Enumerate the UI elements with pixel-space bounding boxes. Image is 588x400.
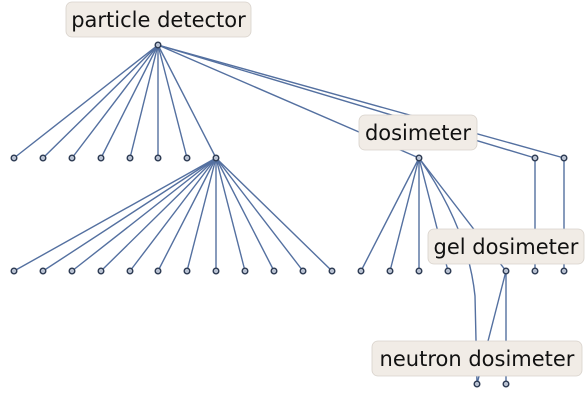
node-hub	[212, 154, 220, 162]
edge-root-leaf-5	[129, 44, 159, 159]
nodes-layer	[10, 41, 568, 388]
edge-root-leaf-1	[13, 44, 159, 159]
edge-root-leaf-7	[157, 44, 188, 159]
label-particle-detector: particle detector	[65, 1, 252, 38]
edge-hub-leaf-7	[186, 157, 217, 272]
node-leaf-l1-4	[97, 154, 105, 162]
node-hub-leaf-4	[97, 267, 105, 275]
edge-root-right-1	[157, 44, 536, 159]
node-right-bottom-2	[560, 267, 568, 275]
node-dosimeter-leaf-1	[357, 267, 365, 275]
edge-root-leaf-3	[71, 44, 159, 159]
node-hub-leaf-1	[10, 267, 18, 275]
node-hub-leaf-12	[328, 267, 336, 275]
node-hub-leaf-6	[154, 267, 162, 275]
node-hub-leaf-8	[212, 267, 220, 275]
edge-hub-leaf-1	[13, 157, 217, 272]
label-dosimeter-text: dosimeter	[365, 121, 471, 145]
node-hub-leaf-5	[126, 267, 134, 275]
labels-layer: particle detector dosimeter gel dosimete…	[65, 1, 585, 377]
node-leaf-l1-1	[10, 154, 18, 162]
node-dosimeter	[415, 154, 423, 162]
node-hub-leaf-9	[241, 267, 249, 275]
node-right-bottom-1	[531, 267, 539, 275]
node-leaf-l1-3	[68, 154, 76, 162]
label-particle-detector-text: particle detector	[71, 8, 246, 32]
node-hub-leaf-7	[183, 267, 191, 275]
label-neutron-dosimeter: neutron dosimeter	[371, 340, 583, 377]
edge-dosimeter-leaf-2	[389, 157, 420, 272]
edge-root-hub	[157, 44, 217, 159]
label-gel-dosimeter-text: gel dosimeter	[434, 235, 579, 259]
node-hub-leaf-2	[39, 267, 47, 275]
node-gel-dosimeter	[502, 267, 510, 275]
edge-hub-leaf-11	[215, 157, 304, 272]
label-dosimeter: dosimeter	[358, 114, 478, 151]
node-leaf-l1-2	[39, 154, 47, 162]
edge-dosimeter-leaf-1	[360, 157, 420, 272]
edge-root-leaf-2	[42, 44, 159, 159]
edge-hub-leaf-6	[157, 157, 217, 272]
node-hub-leaf-10	[270, 267, 278, 275]
node-dosimeter-leaf-4	[444, 267, 452, 275]
node-dosimeter-leaf-3	[415, 267, 423, 275]
node-leaf-l1-5	[126, 154, 134, 162]
edge-root-leaf-4	[100, 44, 159, 159]
node-right-top-1	[531, 154, 539, 162]
edge-root-right-2	[157, 44, 565, 159]
label-gel-dosimeter: gel dosimeter	[427, 228, 585, 265]
node-dosimeter-leaf-2	[386, 267, 394, 275]
node-hub-leaf-11	[299, 267, 307, 275]
node-leaf-l1-7	[183, 154, 191, 162]
edge-hub-leaf-5	[129, 157, 217, 272]
edge-hub-leaf-12	[215, 157, 333, 272]
node-particle-detector	[154, 41, 162, 49]
node-hub-leaf-3	[68, 267, 76, 275]
node-neutron-leaf-1	[473, 380, 481, 388]
edges-layer	[13, 44, 565, 385]
edge-hub-leaf-9	[215, 157, 246, 272]
node-neutron-leaf-2	[502, 380, 510, 388]
edge-hub-leaf-3	[71, 157, 217, 272]
node-leaf-l1-6	[154, 154, 162, 162]
edge-hub-leaf-2	[42, 157, 217, 272]
node-right-top-2	[560, 154, 568, 162]
edge-hub-leaf-4	[100, 157, 217, 272]
label-neutron-dosimeter-text: neutron dosimeter	[380, 347, 575, 371]
edge-hub-leaf-10	[215, 157, 275, 272]
